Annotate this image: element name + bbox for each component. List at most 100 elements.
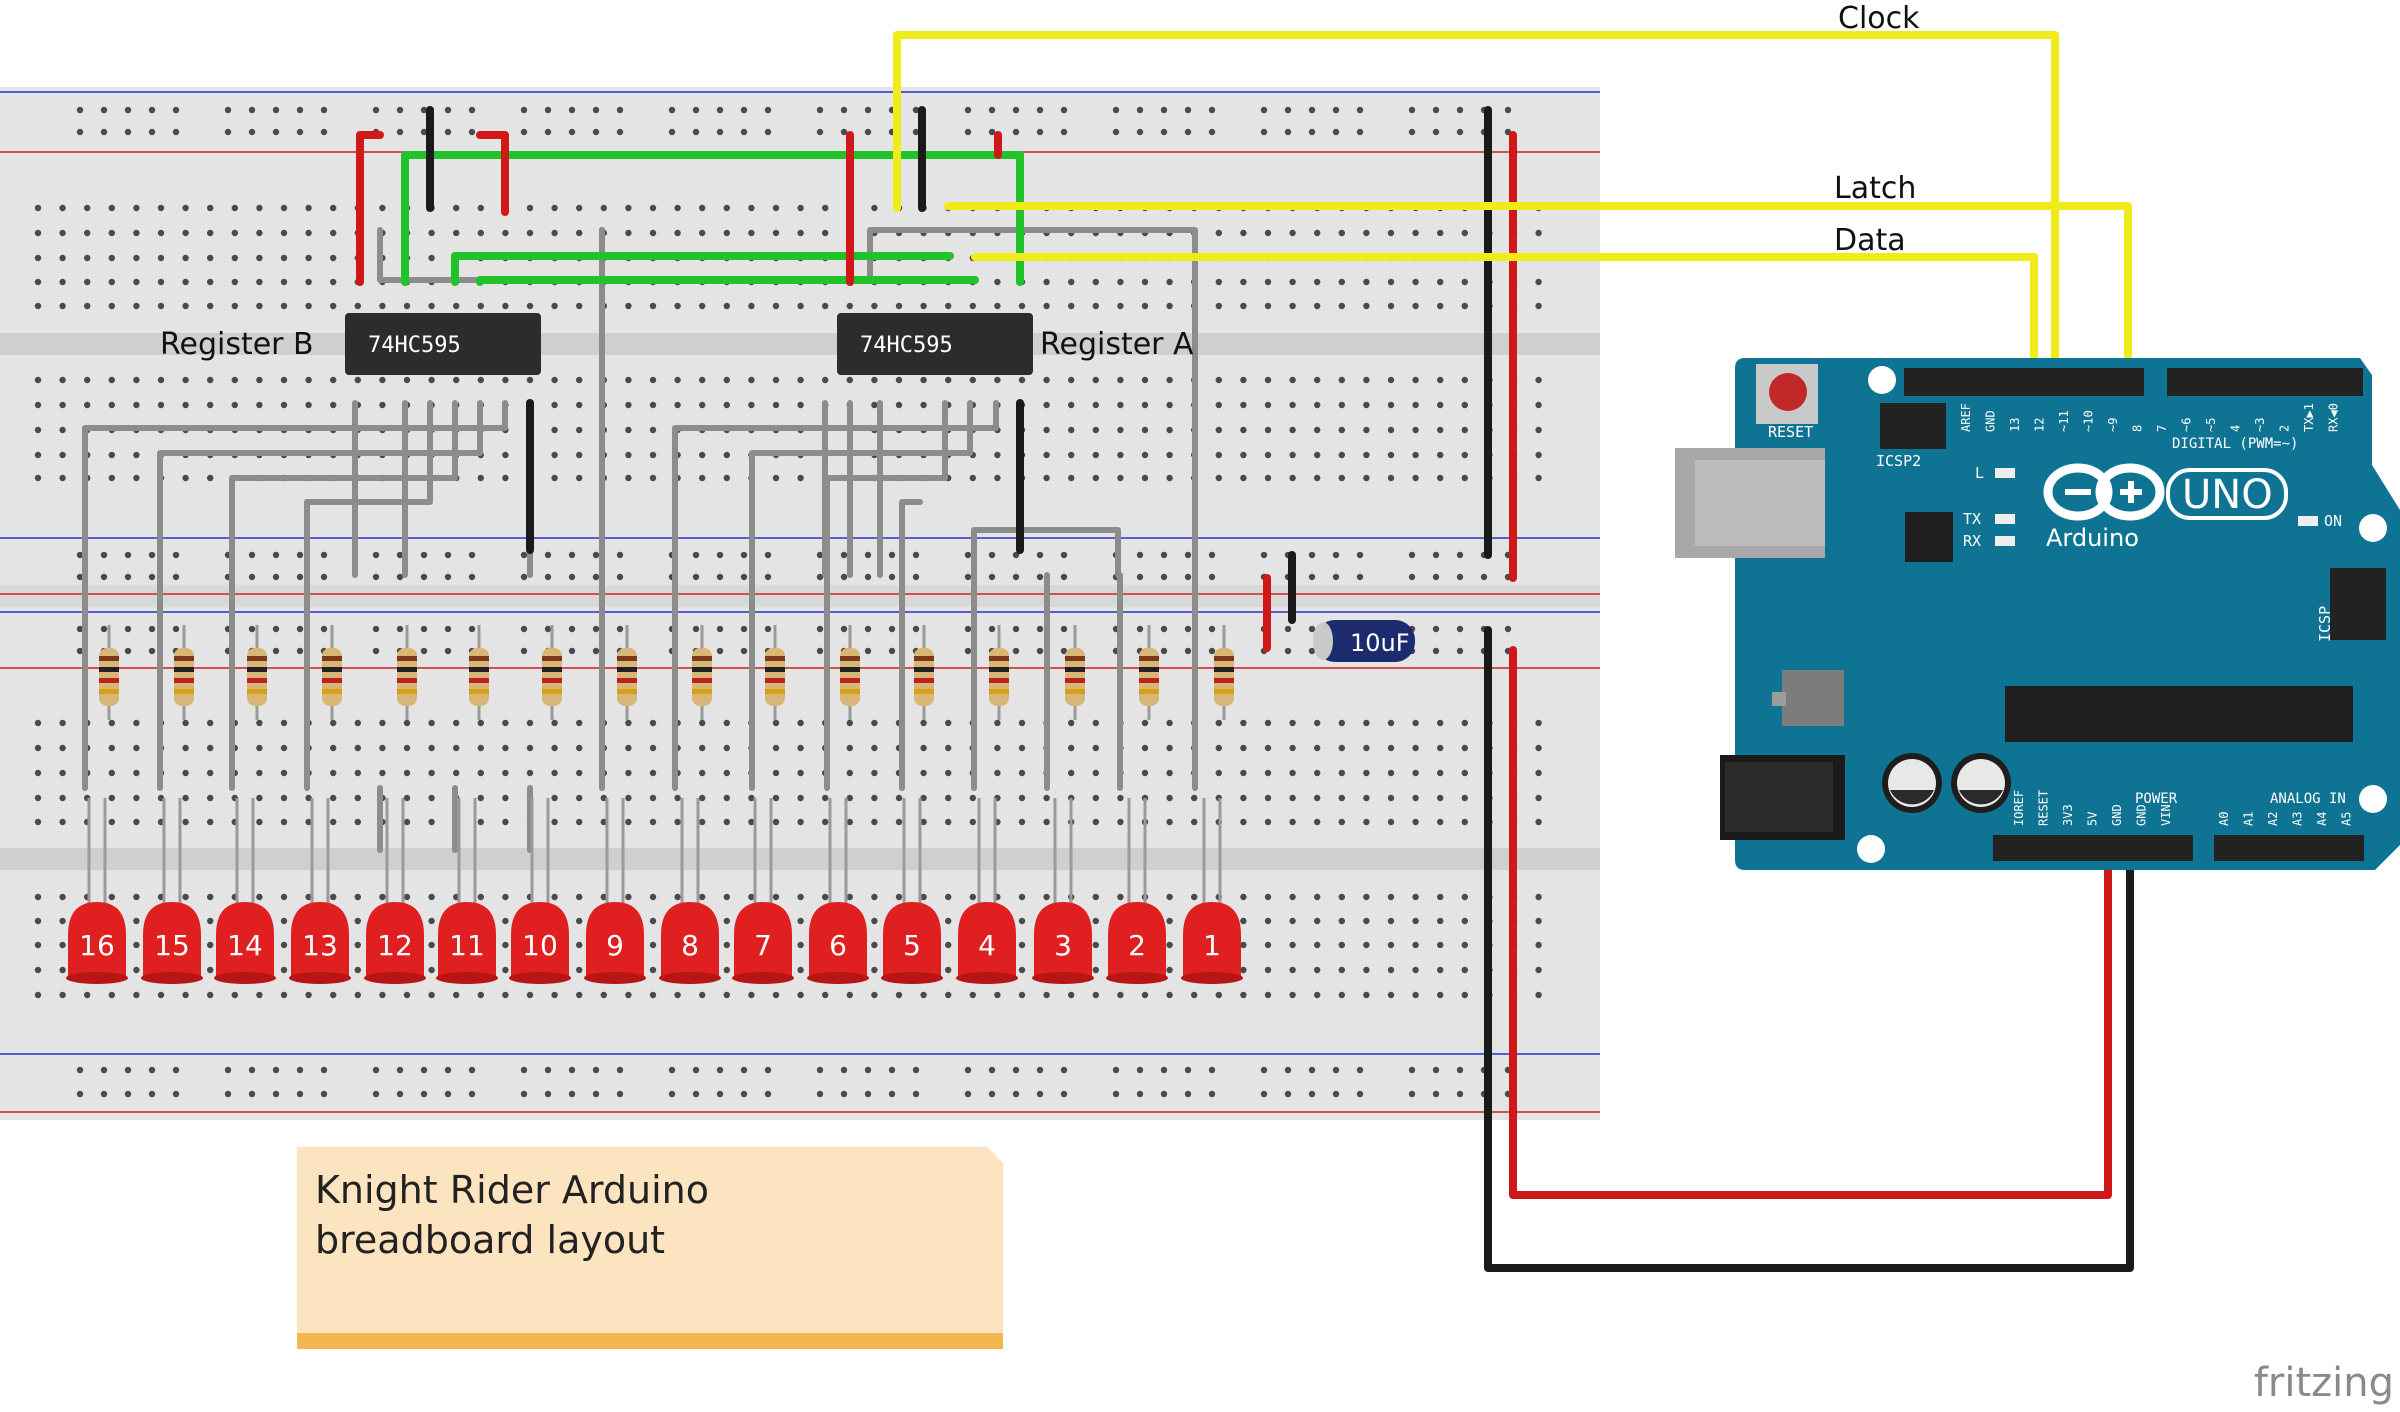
led: 10 xyxy=(509,798,571,984)
led-label: 6 xyxy=(829,929,847,962)
led: 13 xyxy=(289,798,351,984)
pin-label: RESET xyxy=(2037,790,2051,826)
power-label: POWER xyxy=(2135,791,2178,807)
pin-label: IOREF xyxy=(2012,790,2026,826)
pin-label: 2 xyxy=(2278,425,2292,432)
shift-register-b: 74HC595 xyxy=(345,313,541,375)
led-label: 10 xyxy=(522,929,558,962)
pin-label: 4 xyxy=(2229,425,2243,432)
digital-label: DIGITAL (PWM=~) xyxy=(2172,436,2298,452)
pin-label: A5 xyxy=(2340,812,2354,826)
pin-label: TX▶1 xyxy=(2302,403,2316,432)
analog-label: ANALOG IN xyxy=(2270,791,2346,807)
pin-label: A1 xyxy=(2242,812,2256,826)
pin-label: 12 xyxy=(2033,418,2047,432)
pin-label: A0 xyxy=(2217,812,2231,826)
chip-label-b: 74HC595 xyxy=(368,333,461,358)
led-label: 9 xyxy=(606,929,624,962)
arduino-uno: RESET ICSP2 ICSP AREF GND 13 12 ~11 ~10 ~9 8 7 ~6… xyxy=(1675,358,2400,870)
led: 7 xyxy=(732,798,794,984)
led: 5 xyxy=(881,798,943,984)
led-label: 15 xyxy=(154,929,190,962)
pin-label: GND xyxy=(2110,804,2124,826)
led: 4 xyxy=(956,798,1018,984)
pin-label: ~10 xyxy=(2082,410,2096,432)
led-label: 2 xyxy=(1128,929,1146,962)
rx-label: RX xyxy=(1963,532,1981,550)
led: 16 xyxy=(66,798,128,984)
pin-label: VIN xyxy=(2159,804,2173,826)
uno-label: UNO xyxy=(2182,472,2273,518)
shift-register-a: 74HC595 xyxy=(837,313,1033,375)
digital-header xyxy=(1904,368,2144,396)
led-label: 11 xyxy=(449,929,485,962)
digital-pin-labels: AREF GND 13 12 ~11 ~10 ~9 8 7 ~6 ~5 4 ~3 2 TX▶1 RX◀0 xyxy=(1959,403,2341,432)
arduino-logo: UNO Arduino xyxy=(2043,463,2288,552)
analog-pin-labels: A0 A1 A2 A3 A4 A5 xyxy=(2217,812,2354,826)
pin-label: AREF xyxy=(1959,403,1973,432)
led: 14 xyxy=(214,798,276,984)
led: 6 xyxy=(807,798,869,984)
register-a-label: Register A xyxy=(1040,327,1194,362)
led-label: 12 xyxy=(377,929,413,962)
power-pin-labels: IOREF RESET 3V3 5V GND GND VIN xyxy=(2012,790,2173,826)
fritzing-watermark: fritzing xyxy=(2253,1360,2394,1406)
led: 12 xyxy=(364,798,426,984)
pin-label: 13 xyxy=(2008,418,2022,432)
pin-label: A4 xyxy=(2315,812,2329,826)
pin-label: 5V xyxy=(2086,812,2100,826)
icsp2-label: ICSP2 xyxy=(1876,452,1921,470)
pin-label: 3V3 xyxy=(2061,804,2075,826)
pin-label: GND xyxy=(2135,804,2149,826)
led-label: 16 xyxy=(79,929,115,962)
pin-label: 8 xyxy=(2131,425,2145,432)
led-label: 4 xyxy=(978,929,996,962)
l-label: L xyxy=(1975,464,1984,482)
capacitor: 10uF xyxy=(1313,620,1415,662)
tx-label: TX xyxy=(1963,510,1981,528)
capacitor-label: 10uF xyxy=(1350,629,1410,657)
data-label: Data xyxy=(1834,223,1906,258)
pin-label: RX◀0 xyxy=(2327,403,2341,432)
pin-label: ~11 xyxy=(2057,410,2071,432)
chip-label-a: 74HC595 xyxy=(860,333,953,358)
on-label: ON xyxy=(2324,512,2342,530)
pin-label: ~5 xyxy=(2204,418,2218,432)
power-header xyxy=(1993,835,2193,861)
pin-label: A2 xyxy=(2266,812,2280,826)
arduino-brand: Arduino xyxy=(2046,524,2139,552)
clock-label: Clock xyxy=(1838,1,1920,36)
reset-label: RESET xyxy=(1768,423,1813,441)
led-label: 5 xyxy=(903,929,921,962)
led: 8 xyxy=(659,798,721,984)
led: 15 xyxy=(141,798,203,984)
led-label: 3 xyxy=(1054,929,1072,962)
led: 1 xyxy=(1181,798,1243,984)
led: 3 xyxy=(1032,798,1094,984)
led-label: 1 xyxy=(1203,929,1221,962)
register-b-label: Register B xyxy=(160,327,314,362)
pin-label: GND xyxy=(1984,410,1998,432)
led: 9 xyxy=(584,798,646,984)
led-label: 7 xyxy=(754,929,772,962)
analog-header xyxy=(2214,835,2364,861)
pin-label: A3 xyxy=(2291,812,2305,826)
pin-label: ~3 xyxy=(2253,418,2267,432)
note-fold xyxy=(987,1147,1003,1163)
pin-label: ~6 xyxy=(2180,418,2194,432)
led-row: 16 15 14 13 12 11 10 9 8 7 6 5 4 3 2 1 xyxy=(66,798,1243,984)
led: 11 xyxy=(436,798,498,984)
icsp-label: ICSP xyxy=(2316,606,2334,642)
pin-label: 7 xyxy=(2155,425,2169,432)
wires xyxy=(82,31,2134,1272)
pin-label: ~9 xyxy=(2106,418,2120,432)
led-label: 14 xyxy=(227,929,263,962)
reset-button[interactable] xyxy=(1769,373,1807,411)
note-text: Knight Rider Arduino breadboard layout xyxy=(315,1168,709,1262)
sticky-note: Knight Rider Arduino breadboard layout xyxy=(297,1147,1003,1349)
led-label: 8 xyxy=(681,929,699,962)
resistor-array xyxy=(99,625,1234,720)
led: 2 xyxy=(1106,798,1168,984)
latch-label: Latch xyxy=(1834,171,1916,206)
